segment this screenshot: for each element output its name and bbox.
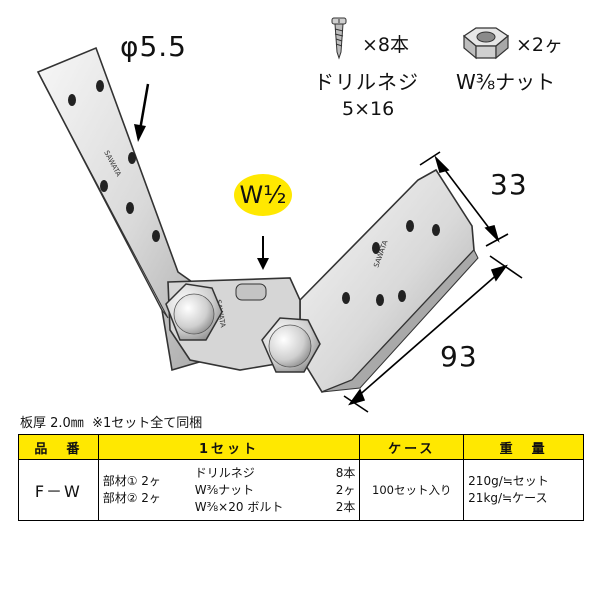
thickness-note: 板厚 2.0㎜ ※1セット全て同梱 xyxy=(20,416,203,431)
bolt-size-label: W½ xyxy=(239,181,287,209)
set-contents-cell: 部材① 2ヶ 部材② 2ヶ ドリルネジ 8本 W⅜ナット 2ヶ W⅜×20 ボル… xyxy=(97,459,361,521)
content-qty: 2本 xyxy=(335,499,356,514)
width-dimension-line xyxy=(419,151,509,247)
screw-quantity: ×8本 xyxy=(362,34,410,56)
weight-per-case: 21kg/≒ケース xyxy=(468,491,548,505)
product-code: F－W xyxy=(18,459,99,521)
case-quantity: 100セット入り xyxy=(359,459,465,521)
hex-bolt-right xyxy=(261,317,321,373)
nut-quantity: ×2ヶ xyxy=(516,34,564,56)
part-2: 部材② 2ヶ xyxy=(102,491,161,505)
length-dimension-line xyxy=(343,255,523,413)
content-name: ドリルネジ xyxy=(194,465,255,480)
hex-bolt-left xyxy=(165,283,223,341)
weight-per-set: 210g/≒セット xyxy=(468,474,549,488)
hole-leader-arrow xyxy=(134,83,150,142)
bolt-size-badge: W½ xyxy=(234,174,292,216)
content-name: W⅜×20 ボルト xyxy=(194,499,284,514)
header-set-contents: 1セット xyxy=(97,434,361,460)
header-product-code: 品 番 xyxy=(18,434,99,460)
bracket-illustration: SAWATA SAWATA SAWATA xyxy=(36,17,523,413)
weight-cell: 210g/≒セット 21kg/≒ケース xyxy=(463,459,584,521)
content-qty: 2ヶ xyxy=(335,482,356,497)
table-header-row: 品 番 1セット ケース 重 量 xyxy=(18,434,584,460)
hex-nut-icon xyxy=(462,27,510,60)
header-case: ケース xyxy=(359,434,465,460)
content-name: W⅜ナット xyxy=(194,482,255,497)
nut-name: W⅜ナット xyxy=(456,70,556,94)
table-row: F－W 部材① 2ヶ 部材② 2ヶ ドリルネジ 8本 W⅜ナット 2ヶ xyxy=(18,459,584,521)
hole-diameter-label: φ5.5 xyxy=(120,30,187,63)
length-dimension-label: 93 xyxy=(440,340,478,373)
content-qty: 8本 xyxy=(335,465,356,480)
bolt-leader-arrow xyxy=(257,236,269,270)
screw-size: 5×16 xyxy=(342,98,395,120)
spec-table: 品 番 1セット ケース 重 量 F－W 部材① 2ヶ 部材② 2ヶ ドリルネジ… xyxy=(18,434,584,521)
drill-screw-icon xyxy=(331,17,347,60)
screw-name: ドリルネジ xyxy=(314,70,419,94)
part-1: 部材① 2ヶ xyxy=(102,474,161,488)
right-bracket-plate: SAWATA xyxy=(299,168,479,393)
width-dimension-label: 33 xyxy=(490,168,528,201)
header-weight: 重 量 xyxy=(463,434,584,460)
